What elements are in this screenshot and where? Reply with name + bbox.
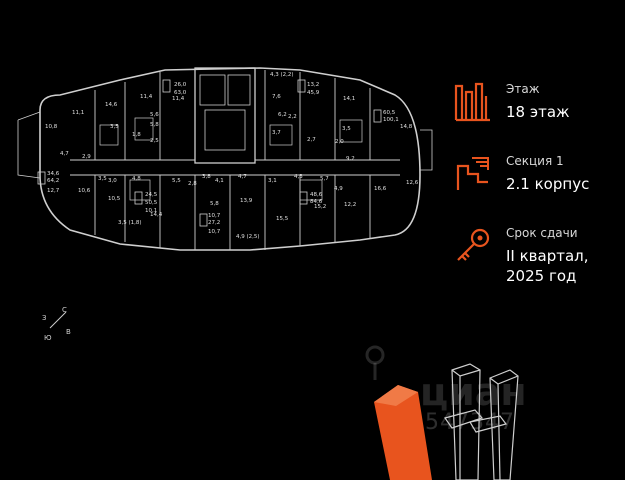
section-value: 2.1 корпус [506, 175, 590, 193]
deadline-info: Срок сдачи II квартал, 2025 год [452, 214, 622, 286]
unit-badges [37, 79, 382, 227]
compass-north: С [62, 306, 67, 314]
plan-area-label: 2,5 [150, 138, 159, 144]
highlighted-tower [374, 385, 432, 480]
plan-area-label: 2,9 [82, 154, 91, 160]
plan-area-label: 7,6 [272, 94, 281, 100]
plan-area-label: 4,3 (2,2) [270, 72, 294, 78]
section-stairs-icon [456, 157, 489, 190]
plan-area-label: 2,2 [288, 114, 297, 120]
floor-info: Этаж 18 этаж [452, 70, 622, 142]
plan-area-label: 3,5 (1,8) [118, 220, 142, 226]
floor-plan-outline [39, 67, 421, 251]
compass-south: Ю [44, 334, 52, 342]
plan-area-label: 4,1 [215, 178, 224, 184]
section-info: Секция 1 2.1 корпус [452, 142, 622, 214]
plan-area-label: 11,4 [172, 96, 185, 102]
plan-area-label: 60,5 [383, 110, 396, 116]
plan-area-label: 1,8 [132, 132, 141, 138]
floor-plan: 10,811,114,611,426,063,011,44,3 (2,2)13,… [17, 67, 433, 251]
plan-area-label: 4,9 (2,5) [236, 234, 260, 240]
other-towers [444, 363, 519, 480]
plan-area-label: 5,6 [150, 112, 159, 118]
plan-area-label: 34,6 [47, 171, 60, 177]
plan-area-label: 63,0 [174, 90, 187, 96]
plan-area-label: 13,9 [240, 198, 253, 204]
plan-area-label: 4,7 [60, 151, 69, 157]
plan-area-label: 4,8 [132, 176, 141, 182]
towers-illustration [365, 345, 519, 480]
plan-area-label: 10,8 [45, 124, 58, 130]
plan-area-label: 2,0 [335, 139, 344, 145]
plan-area-label: 48,6 [310, 192, 323, 198]
plan-area-label: 3,0 [108, 178, 117, 184]
plan-area-label: 10,1 [145, 208, 157, 214]
plan-area-label: 3,8 [202, 174, 211, 180]
compass-arrow-icon [49, 311, 67, 329]
plan-area-label: 100,1 [383, 117, 399, 123]
plan-area-label: 12,2 [344, 202, 356, 208]
plan-area-label: 14,1 [343, 96, 355, 102]
plan-area-label: 2,7 [307, 137, 316, 143]
plan-area-label: 4,9 [334, 186, 343, 192]
compass: С З В Ю [38, 302, 78, 342]
plan-area-label: 26,0 [174, 82, 187, 88]
plan-labels: 10,811,114,611,426,063,011,44,3 (2,2)13,… [45, 72, 419, 240]
plan-area-label: 4,7 [238, 174, 247, 180]
plan-area-label: 11,4 [140, 94, 153, 100]
plan-area-label: 3,5 [98, 176, 107, 182]
plan-area-label: 12,7 [47, 188, 60, 194]
plan-area-label: 14,8 [400, 124, 413, 130]
plan-area-label: 16,6 [374, 186, 387, 192]
plan-area-label: 15,5 [276, 216, 289, 222]
plan-area-label: 5,8 [210, 201, 219, 207]
floor-value: 18 этаж [506, 103, 570, 121]
plan-area-label: 10,7 [208, 229, 221, 235]
section-label: Секция 1 [506, 154, 564, 168]
plan-area-label: 15,2 [314, 204, 326, 210]
plan-area-label: 2,8 [188, 181, 197, 187]
plan-area-label: 3,5 [342, 126, 351, 132]
plan-area-label: 84,6 [310, 199, 323, 205]
deadline-label: Срок сдачи [506, 226, 578, 240]
plan-area-label: 12,6 [406, 180, 419, 186]
plan-area-label: 50,5 [145, 200, 158, 206]
plan-area-label: 5,7 [320, 176, 329, 182]
plan-area-label: 64,2 [47, 178, 59, 184]
location-pin-icon [365, 345, 385, 380]
plan-area-label: 24,5 [145, 192, 158, 198]
plan-area-label: 14,6 [105, 102, 118, 108]
plan-area-label: 45,9 [307, 90, 320, 96]
plan-area-label: 13,2 [307, 82, 319, 88]
key-icon [457, 228, 490, 261]
plan-area-label: 4,3 [294, 174, 303, 180]
building-floor-icon [454, 82, 490, 122]
plan-area-label: 9,2 [346, 156, 355, 162]
plan-area-label: 5,8 [150, 122, 159, 128]
compass-west: З [42, 314, 47, 322]
plan-area-label: 5,5 [172, 178, 181, 184]
info-panel: Этаж 18 этаж Секция 1 2.1 корпус Срок сд… [452, 70, 622, 286]
plan-area-label: 6,2 [278, 112, 287, 118]
floor-label: Этаж [506, 82, 540, 96]
deadline-value: II квартал, 2025 год [506, 247, 589, 285]
plan-area-label: 14,4 [150, 212, 163, 218]
plan-area-label: 10,5 [108, 196, 121, 202]
plan-area-label: 3,1 [268, 178, 277, 184]
plan-area-label: 27,2 [208, 220, 220, 226]
plan-area-label: 10,6 [78, 188, 91, 194]
compass-east: В [66, 328, 71, 336]
floor-plan-core [194, 67, 256, 164]
plan-area-label: 10,7 [208, 213, 221, 219]
plan-area-label: 3,7 [272, 130, 281, 136]
plan-area-label: 11,1 [72, 110, 84, 116]
watermark-logo: циан [420, 370, 527, 414]
plan-area-label: 3,5 [110, 124, 119, 130]
